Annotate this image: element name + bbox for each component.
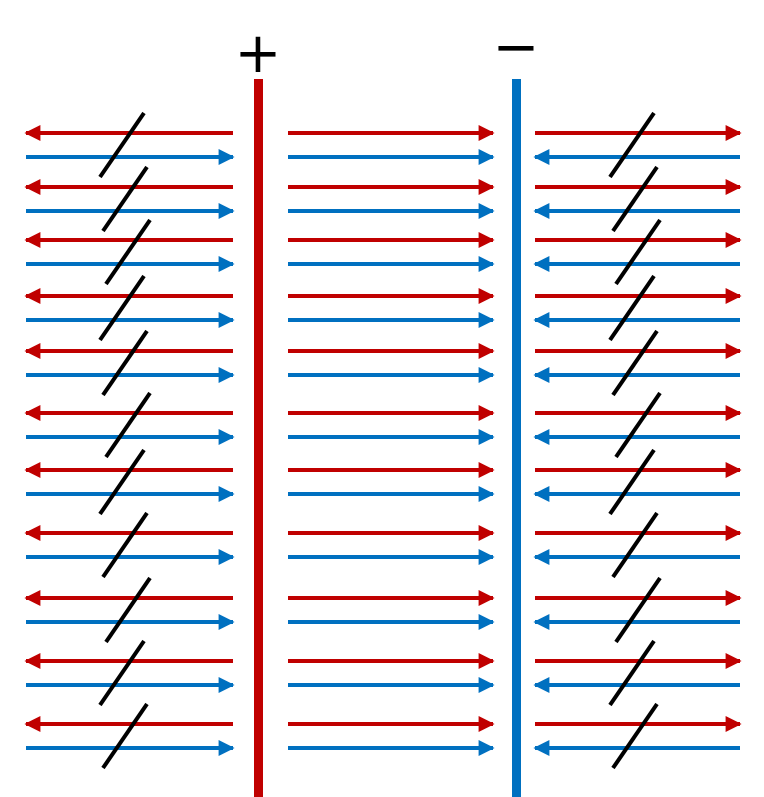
positive-sign: + — [235, 21, 282, 86]
left-cancel-slash — [104, 576, 152, 644]
left-cancel-slash — [98, 111, 146, 179]
left-cancel-slash — [101, 329, 149, 397]
negative-plate — [512, 79, 521, 797]
right-cancel-slash — [614, 391, 662, 459]
right-cancel-slash — [611, 165, 659, 233]
left-cancel-slash — [101, 511, 149, 579]
right-cancel-slash — [608, 448, 656, 516]
cancel-marks — [98, 111, 662, 770]
left-cancel-slash — [98, 448, 146, 516]
left-cancel-slash — [101, 702, 149, 770]
right-cancel-slash — [608, 111, 656, 179]
left-cancel-slash — [101, 165, 149, 233]
right-cancel-slash — [611, 511, 659, 579]
left-cancel-slash — [104, 391, 152, 459]
negative-sign: − — [493, 15, 540, 80]
left-cancel-slash — [98, 274, 146, 342]
right-cancel-slash — [614, 576, 662, 644]
right-cancel-slash — [608, 274, 656, 342]
left-cancel-slash — [104, 218, 152, 286]
positive-plate — [254, 79, 263, 797]
right-cancel-slash — [614, 218, 662, 286]
right-cancel-slash — [608, 639, 656, 707]
right-cancel-slash — [611, 329, 659, 397]
right-cancel-slash — [611, 702, 659, 770]
left-cancel-slash — [98, 639, 146, 707]
